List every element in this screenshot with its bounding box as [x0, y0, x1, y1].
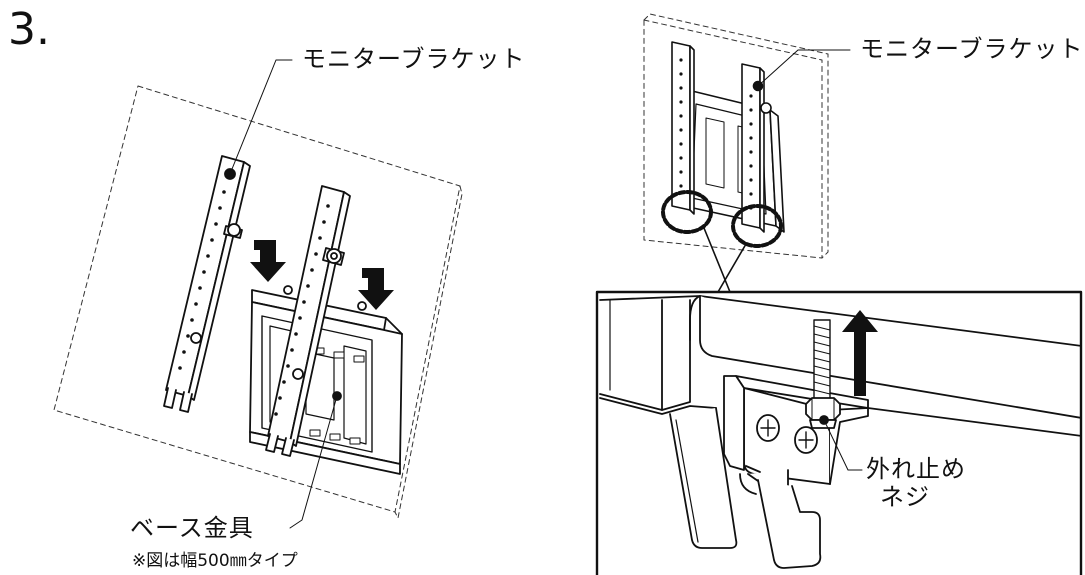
detail-zoom-box — [595, 290, 1083, 575]
phillips-screw-1 — [756, 414, 780, 442]
right-top-figure — [643, 13, 851, 293]
screw-callout-line — [823, 419, 863, 471]
detail-circle-left — [661, 190, 713, 234]
lift-arrow — [842, 310, 878, 396]
insert-arrow-right — [358, 268, 394, 310]
detail-circle-right — [731, 204, 783, 248]
retaining-screw-label: 外れ止め ネジ — [866, 455, 966, 511]
left-assembly-figure — [53, 59, 463, 529]
base-bracket-label: ベース金具 — [130, 514, 254, 542]
retaining-screw-label-line2: ネジ — [880, 482, 930, 511]
size-note: ※図は幅500㎜タイプ — [132, 551, 298, 571]
bracket-callout-line-right — [757, 49, 851, 87]
insert-arrow-left — [250, 240, 286, 282]
monitor-bracket-right-strip — [265, 185, 351, 457]
phillips-screw-2 — [794, 426, 818, 454]
retaining-screw-label-line1: 外れ止め — [866, 455, 966, 483]
threaded-stud — [813, 319, 831, 407]
base-callout-line — [289, 395, 338, 529]
wall-outline-left-edge — [394, 185, 463, 519]
monitor-bracket-left-strip — [163, 155, 251, 413]
monitor-bracket-label-left: モニターブラケット — [302, 45, 526, 73]
monitor-bracket-label-right: モニターブラケット — [860, 35, 1084, 63]
step-number: 3. — [8, 4, 50, 55]
bracket-callout-line-left — [229, 59, 293, 175]
